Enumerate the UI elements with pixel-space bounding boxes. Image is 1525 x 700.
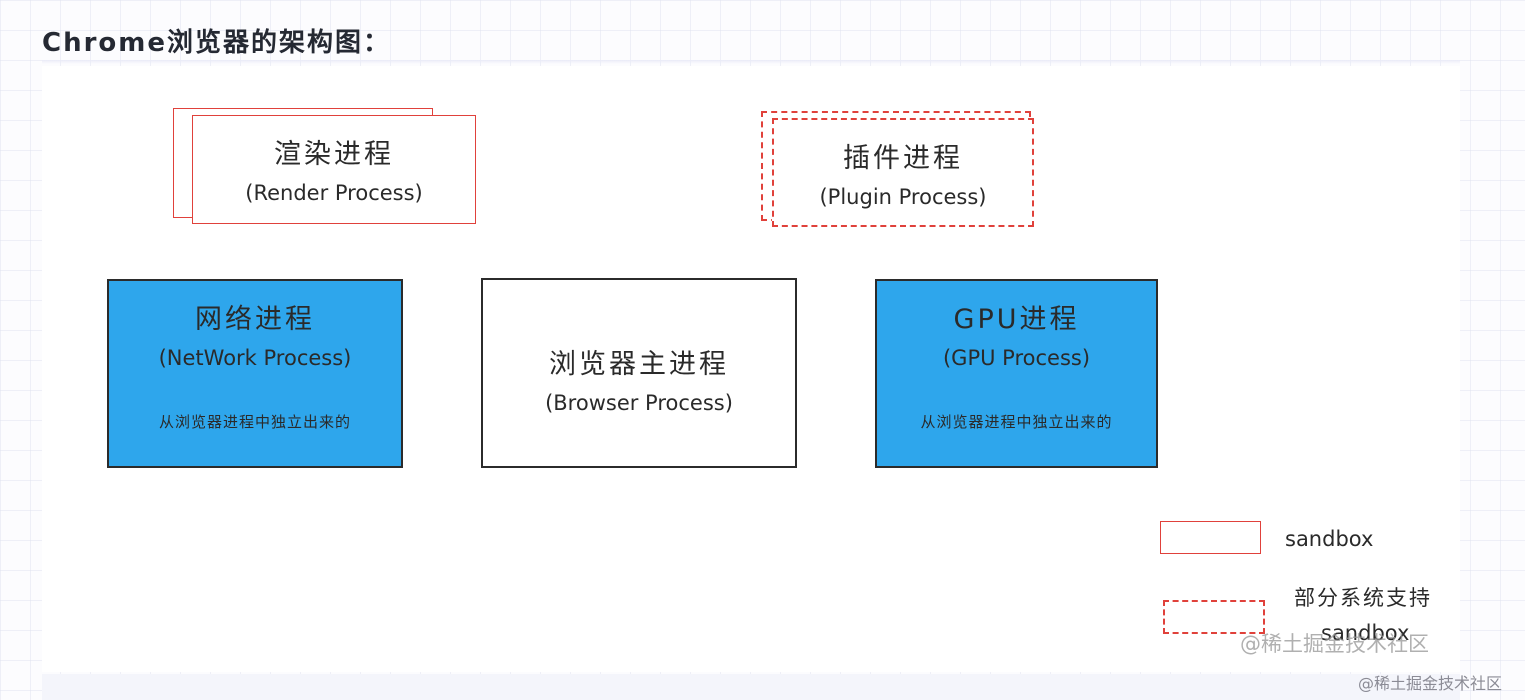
legend-sandbox-label: sandbox (1285, 527, 1374, 551)
gpu-process-title: GPU进程 (953, 304, 1080, 335)
render-process-title: 渲染进程 (274, 139, 394, 170)
network-process-subtitle: (NetWork Process) (158, 346, 352, 370)
watermark-corner: @稀土掘金技术社区 (1358, 674, 1503, 693)
browser-process-box: 浏览器主进程 (Browser Process) (481, 278, 797, 468)
heading-divider (42, 60, 1460, 64)
browser-process-title: 浏览器主进程 (549, 349, 729, 380)
legend-sandbox-swatch (1160, 521, 1261, 554)
network-process-box: 网络进程 (NetWork Process) 从浏览器进程中独立出来的 (107, 279, 403, 468)
plugin-process-subtitle: (Plugin Process) (819, 185, 987, 209)
legend-partial-sandbox-label-line1: 部分系统支持 (1294, 586, 1432, 610)
render-process-subtitle: (Render Process) (245, 181, 423, 205)
legend-partial-sandbox-label-line2: sandbox (1321, 621, 1410, 645)
browser-process-subtitle: (Browser Process) (545, 391, 733, 415)
legend-partial-sandbox-swatch (1163, 600, 1265, 634)
render-process-box: 渲染进程 (Render Process) (192, 115, 476, 224)
plugin-process-title: 插件进程 (843, 143, 963, 174)
watermark-inner: @稀土掘金技术社区 (1240, 632, 1429, 656)
plugin-process-box: 插件进程 (Plugin Process) (772, 118, 1034, 227)
gpu-process-subtitle: (GPU Process) (942, 346, 1091, 370)
network-process-title: 网络进程 (195, 304, 315, 335)
gpu-process-box: GPU进程 (GPU Process) 从浏览器进程中独立出来的 (875, 279, 1158, 468)
gpu-process-note: 从浏览器进程中独立出来的 (920, 413, 1113, 431)
bottom-band (42, 674, 1460, 700)
network-process-note: 从浏览器进程中独立出来的 (158, 413, 351, 431)
page-heading: Chrome浏览器的架构图： (42, 28, 392, 58)
